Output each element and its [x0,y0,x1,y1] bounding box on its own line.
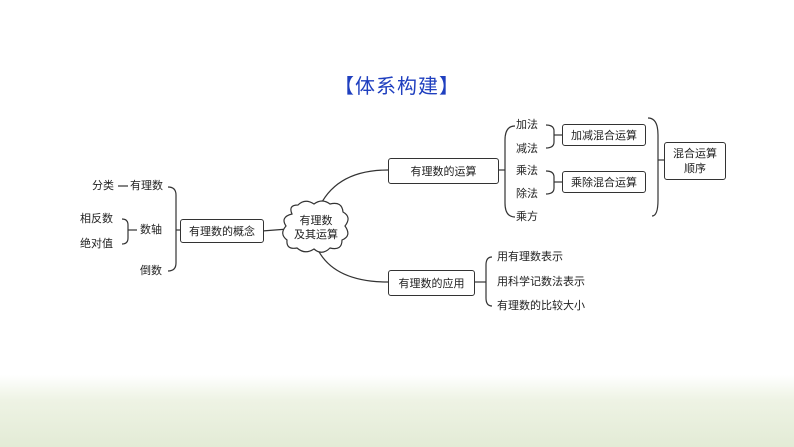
app-item-2: 用科学记数法表示 [497,275,585,288]
label-shuzhou: 数轴 [140,223,162,236]
app-item-3: 有理数的比较大小 [497,299,585,312]
label-juedui: 绝对值 [80,237,113,250]
op-item-sub: 减法 [516,142,538,155]
center-label-1: 有理数 [299,214,333,227]
order-box: 混合运算 顺序 [664,142,726,180]
concept-box: 有理数的概念 [180,219,264,243]
label-youlishu: 有理数 [130,179,163,192]
label-daoshu: 倒数 [140,264,162,277]
order-label-2: 顺序 [684,162,706,175]
center-node: 有理数 及其运算 [282,206,350,250]
footer-gradient [0,375,794,447]
order-label-1: 混合运算 [673,147,717,160]
op-item-pow: 乘方 [516,210,538,223]
application-box: 有理数的应用 [388,270,475,296]
mix-add-sub-box: 加减混合运算 [562,124,646,146]
op-item-mul: 乘法 [516,164,538,177]
op-item-add: 加法 [516,118,538,131]
center-label-2: 及其运算 [294,228,338,241]
op-item-div: 除法 [516,187,538,200]
mix-mul-div-box: 乘除混合运算 [562,171,646,193]
operation-box: 有理数的运算 [388,158,499,184]
page-title: 【体系构建】 [334,74,460,98]
app-item-1: 用有理数表示 [497,250,563,263]
label-fenlei: 分类 [92,179,114,192]
label-xiangfanshu: 相反数 [80,212,113,225]
